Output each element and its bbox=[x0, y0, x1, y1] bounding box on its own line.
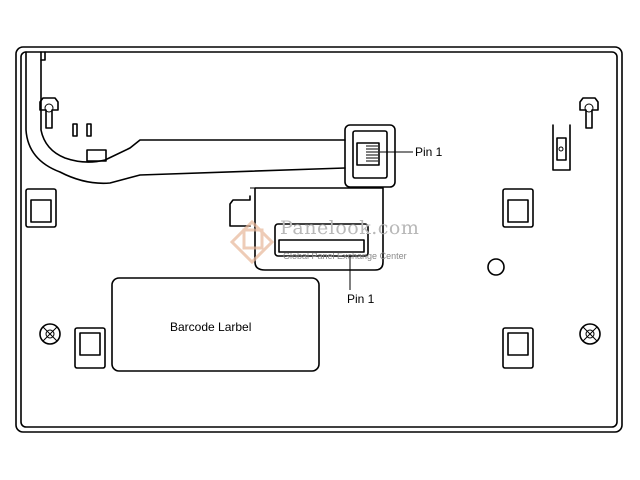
barcode-label-box bbox=[111, 277, 320, 372]
housing-outline bbox=[15, 46, 623, 433]
pin1-bottom-label: Pin 1 bbox=[347, 292, 375, 306]
screw-hole-bottom-right bbox=[579, 323, 601, 345]
mounting-clip-right-lower bbox=[502, 327, 534, 369]
barcode-label-text: Barcode Larbel bbox=[170, 320, 252, 334]
top-connector bbox=[344, 124, 413, 188]
watermark-tagline: Global Panel Exchange Center bbox=[283, 251, 407, 261]
screw-hole-top-left bbox=[39, 97, 59, 129]
mounting-clip-right-upper bbox=[502, 188, 534, 228]
watermark-brand: Panelook.com bbox=[280, 217, 420, 239]
mounting-clip-left-upper bbox=[25, 188, 57, 228]
pin1-top-label: Pin 1 bbox=[415, 145, 443, 159]
screw-hole-bottom-left bbox=[39, 323, 61, 345]
center-board bbox=[229, 187, 384, 290]
mounting-clip-left-lower bbox=[74, 327, 106, 369]
right-latch bbox=[552, 124, 571, 171]
screw-hole-top-right bbox=[579, 97, 599, 129]
watermark-logo bbox=[229, 219, 275, 265]
fpc-cable bbox=[25, 51, 346, 185]
round-hole bbox=[487, 258, 505, 276]
